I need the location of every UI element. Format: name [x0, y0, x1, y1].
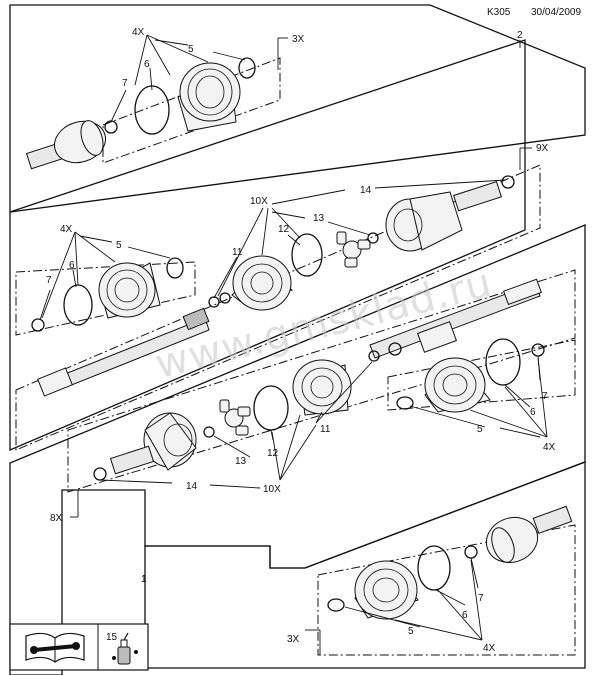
label-ref-7-bottom: 7	[478, 593, 484, 604]
outer-cv-joint-bottom	[485, 505, 573, 564]
label-ref-14-8x: 14	[186, 481, 198, 492]
label-ref-5-top: 5	[188, 44, 194, 55]
circlip-9x-inner-b	[219, 292, 231, 304]
label-qty-4x-bottom: 4X	[483, 643, 496, 654]
label-ref-5-8x: 5	[477, 424, 483, 435]
label-ref-11-8x: 11	[320, 424, 331, 435]
cv-boot-9x-outer	[98, 262, 161, 319]
circlip-bottom	[464, 545, 478, 559]
cv-boot-bottom	[354, 560, 419, 620]
circlip-top	[104, 120, 118, 134]
label-qty-10x-9x: 10X	[250, 196, 268, 207]
label-ref-7-top: 7	[122, 78, 128, 89]
cv-boot-8x-outer	[424, 357, 491, 413]
label-ref-7-9x: 7	[46, 275, 52, 286]
label-ref-7-8x: 7	[542, 391, 548, 402]
boot-clamp-small-top	[238, 57, 256, 79]
boot-clamp-large-bottom	[417, 545, 451, 591]
boot-clamp-large-9x-inner	[291, 233, 323, 277]
label-qty-3x-top: 3X	[292, 34, 305, 45]
boot-clamp-small-9x	[166, 257, 184, 279]
drive-shaft-9x	[37, 307, 210, 397]
circlip-8x-housing	[93, 467, 107, 481]
leaders-8x	[70, 355, 548, 518]
boot-clamp-large-9x	[63, 284, 93, 326]
label-qty-4x-8x: 4X	[543, 442, 556, 453]
boot-clamp-small-bottom	[327, 598, 345, 612]
label-qty-3x-bottom: 3X	[287, 634, 300, 645]
label-qty-9x: 9X	[536, 143, 549, 154]
label-ref-5-9x: 5	[116, 240, 122, 251]
label-ref-11-9x: 11	[232, 247, 243, 258]
circlip-8x-tripod	[203, 426, 215, 438]
label-ref-6-8x: 6	[530, 407, 536, 418]
panel-driveshaft-9x	[9, 39, 526, 451]
leaders-top	[110, 34, 521, 123]
cv-boot-9x-inner	[231, 255, 294, 311]
panel-outer-joint-top	[9, 4, 586, 213]
cv-boot-8x-inner	[292, 359, 352, 416]
label-qty-4x-9x: 4X	[60, 224, 73, 235]
label-qty-4x-top: 4X	[132, 27, 145, 38]
circlip-9x-outer	[31, 318, 45, 332]
label-ref-12-8x: 12	[267, 448, 279, 459]
leaders-9x	[39, 147, 532, 321]
label-ref-14-9x: 14	[360, 185, 372, 196]
subassembly-box-8x-boot	[387, 339, 576, 411]
subassembly-box-8x-shaft	[67, 269, 576, 493]
label-ref-12-9x: 12	[278, 224, 290, 235]
label-ref-2: 2	[517, 30, 523, 41]
manual-wrench-icon	[25, 632, 85, 663]
grease-bottle-icon	[112, 632, 138, 665]
boot-clamp-large-8x-inner	[253, 385, 289, 431]
circlip-8x-b	[368, 350, 380, 362]
panel-outer-joint-bottom	[144, 461, 586, 669]
panel-driveshaft-8x	[9, 224, 586, 675]
label-qty-8x: 8X	[50, 513, 63, 524]
diagram-date: 30/04/2009	[531, 7, 581, 18]
tripod-housing-8x	[109, 412, 197, 475]
cv-boot-top	[177, 62, 241, 132]
diagram-code: K305	[487, 7, 511, 18]
label-qty-10x-8x: 10X	[263, 484, 281, 495]
label-ref-6-top: 6	[144, 59, 150, 70]
label-ref-6-bottom: 6	[462, 610, 468, 621]
label-ref-5-bottom: 5	[408, 626, 414, 637]
circlip-9x-housing	[501, 175, 515, 189]
legend-ref-15: 15	[106, 632, 118, 643]
circlip-9x-inner-a	[208, 296, 220, 308]
label-ref-13-9x: 13	[313, 213, 325, 224]
label-ref-1: 1	[141, 574, 147, 585]
boot-clamp-large-top	[134, 85, 170, 135]
leaders-bottom	[144, 546, 483, 655]
drive-shaft-8x	[369, 278, 542, 359]
boot-clamp-small-8x	[396, 396, 414, 410]
tripod-spider-8x	[219, 399, 251, 436]
tripod-housing-9x	[385, 180, 503, 252]
label-ref-13-8x: 13	[235, 456, 247, 467]
outer-cv-joint-top	[25, 120, 106, 170]
label-ref-6-9x: 6	[69, 260, 75, 271]
circlip-9x-tripod	[367, 232, 379, 244]
circlip-8x-a	[388, 342, 402, 356]
boot-clamp-large-8x	[485, 338, 521, 386]
tripod-spider-9x	[336, 231, 371, 268]
